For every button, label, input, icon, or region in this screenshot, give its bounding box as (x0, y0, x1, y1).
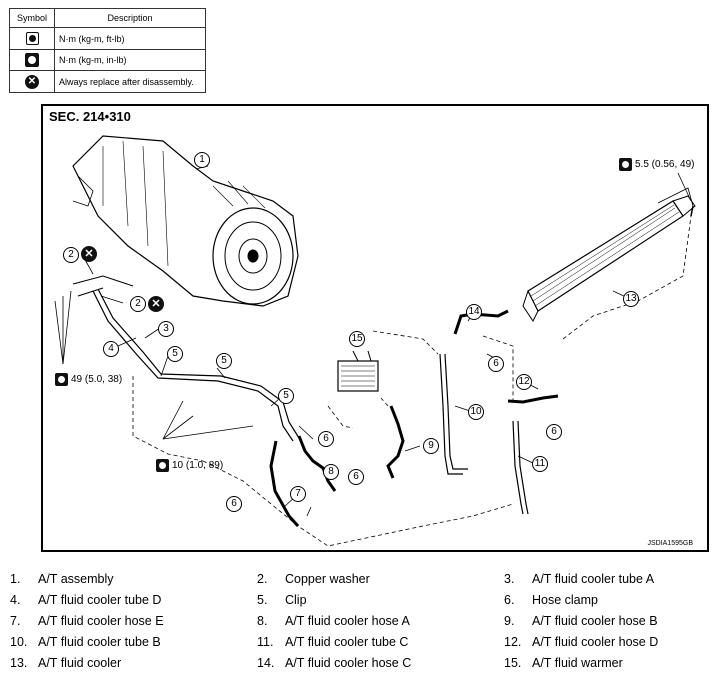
torque-in-lb-icon (25, 53, 39, 68)
list-item: 15.A/T fluid warmer (504, 656, 623, 670)
callout: 6 (318, 431, 334, 447)
list-item: 6.Hose clamp (504, 593, 598, 607)
callout: 6 (226, 496, 242, 512)
callout: 2 (130, 296, 146, 312)
list-item: 5.Clip (257, 593, 307, 607)
cooler-tubes-front (72, 275, 300, 442)
legend-row: N·m (kg-m, in-lb) (9, 48, 206, 72)
legend-description: Always replace after disassembly. (54, 70, 206, 93)
legend-description: N·m (kg-m, ft-lb) (54, 27, 206, 50)
callout: 8 (323, 464, 339, 480)
fluid-cooler-drawing (522, 187, 696, 322)
list-item: 2.Copper washer (257, 572, 370, 586)
torque-label: 5.5 (0.56, 49) (619, 158, 694, 171)
always-replace-icon: ✕ (81, 246, 97, 262)
callout: 11 (532, 456, 548, 472)
callout: 2 (63, 247, 79, 263)
callout: 12 (516, 374, 532, 390)
list-item: 13.A/T fluid cooler (10, 656, 122, 670)
always-replace-icon: ✕ (148, 296, 164, 312)
list-item: 11.A/T fluid cooler tube C (257, 635, 409, 649)
list-item: 9.A/T fluid cooler hose B (504, 614, 658, 628)
callout: 5 (216, 353, 232, 369)
callout: 9 (423, 438, 439, 454)
callout: 5 (167, 346, 183, 362)
callout-leaders (54, 165, 692, 517)
torque-wrench-icon (55, 373, 68, 386)
torque-label: 10 (1.0, 89) (156, 459, 223, 472)
list-item: 1.A/T assembly (10, 572, 114, 586)
legend-description: N·m (kg-m, in-lb) (54, 48, 206, 72)
diagram-drawing (54, 135, 696, 547)
callout: 4 (103, 341, 119, 357)
torque-label: 49 (5.0, 38) (55, 373, 122, 386)
exploded-diagram: SEC. 214•310 JSDIA1595GB 5.5 (0.56, 49) … (41, 104, 709, 552)
legend-row: N·m (kg-m, ft-lb) (9, 27, 206, 50)
symbol-legend-table: Symbol Description N·m (kg-m, ft-lb) N·m… (9, 7, 206, 93)
callout: 10 (468, 404, 484, 420)
list-item: 12.A/T fluid cooler hose D (504, 635, 659, 649)
callout: 6 (348, 469, 364, 485)
torque-wrench-icon (156, 459, 169, 472)
list-item: 10.A/T fluid cooler tube B (10, 635, 161, 649)
always-replace-icon: ✕ (25, 74, 39, 89)
legend-header-symbol: Symbol (9, 7, 55, 29)
list-item: 4.A/T fluid cooler tube D (10, 593, 162, 607)
list-item: 8.A/T fluid cooler hose A (257, 614, 410, 628)
at-assembly-drawing (72, 135, 299, 307)
legend-header-description: Description (54, 7, 206, 29)
callout: 3 (158, 321, 174, 337)
callout: 1 (194, 152, 210, 168)
section-label: SEC. 214•310 (49, 109, 131, 124)
callout: 13 (623, 291, 639, 307)
list-item: 14.A/T fluid cooler hose C (257, 656, 412, 670)
diagram-code: JSDIA1595GB (647, 540, 693, 547)
torque-ft-lb-icon (25, 32, 39, 46)
fluid-warmer-drawing (337, 350, 405, 479)
callout: 5 (278, 388, 294, 404)
callout: 14 (466, 304, 482, 320)
callout: 6 (546, 424, 562, 440)
list-item: 7.A/T fluid cooler hose E (10, 614, 164, 628)
legend-row: ✕ Always replace after disassembly. (9, 70, 206, 93)
callout: 6 (488, 356, 504, 372)
callout: 7 (290, 486, 306, 502)
callout: 15 (349, 331, 365, 347)
list-item: 3.A/T fluid cooler tube A (504, 572, 655, 586)
cooler-hoses-lower (269, 435, 337, 528)
torque-wrench-icon (619, 158, 632, 171)
